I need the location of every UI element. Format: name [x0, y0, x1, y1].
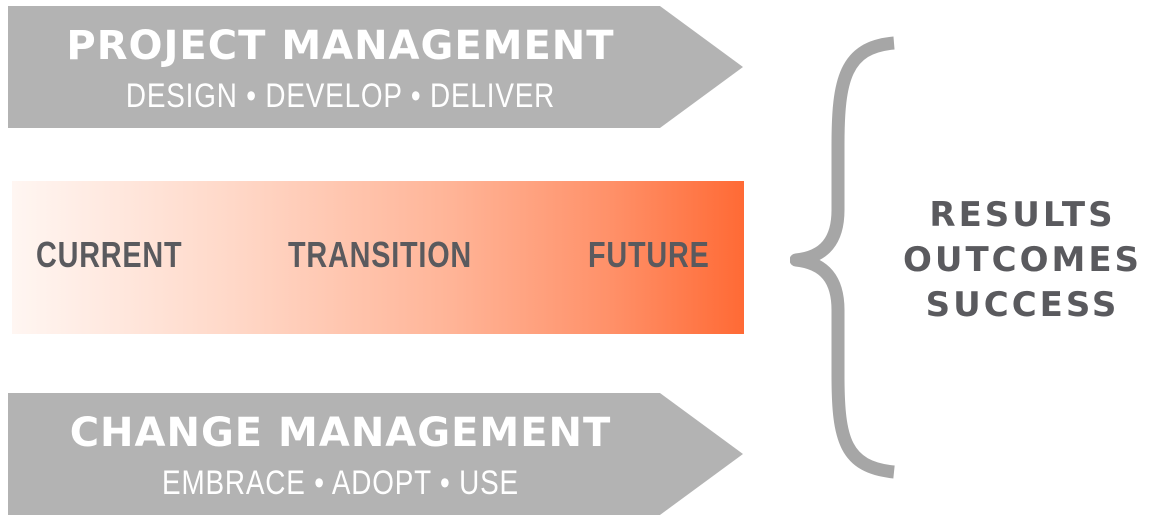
outcomes-label: OUTCOMES: [902, 240, 1143, 280]
project-management-arrow: PROJECT MANAGEMENT DESIGN • DEVELOP • DE…: [8, 6, 743, 128]
project-management-title: PROJECT MANAGEMENT: [66, 23, 615, 69]
change-management-arrow: CHANGE MANAGEMENT EMBRACE • ADOPT • USE: [8, 393, 743, 515]
stage-future-label: FUTURE: [588, 234, 710, 275]
stage-current-label: CURRENT: [36, 234, 183, 275]
curly-brace-icon: [790, 36, 895, 479]
transition-gradient-band: CURRENT TRANSITION FUTURE: [12, 181, 744, 334]
change-management-subtitle: EMBRACE • ADOPT • USE: [162, 464, 519, 502]
change-management-title: CHANGE MANAGEMENT: [69, 410, 612, 456]
results-list: RESULTS OUTCOMES SUCCESS: [895, 193, 1150, 328]
results-label: RESULTS: [929, 195, 1116, 235]
project-management-subtitle: DESIGN • DEVELOP • DELIVER: [125, 77, 556, 115]
stage-transition-label: TRANSITION: [288, 234, 472, 275]
success-label: SUCCESS: [925, 285, 1120, 325]
